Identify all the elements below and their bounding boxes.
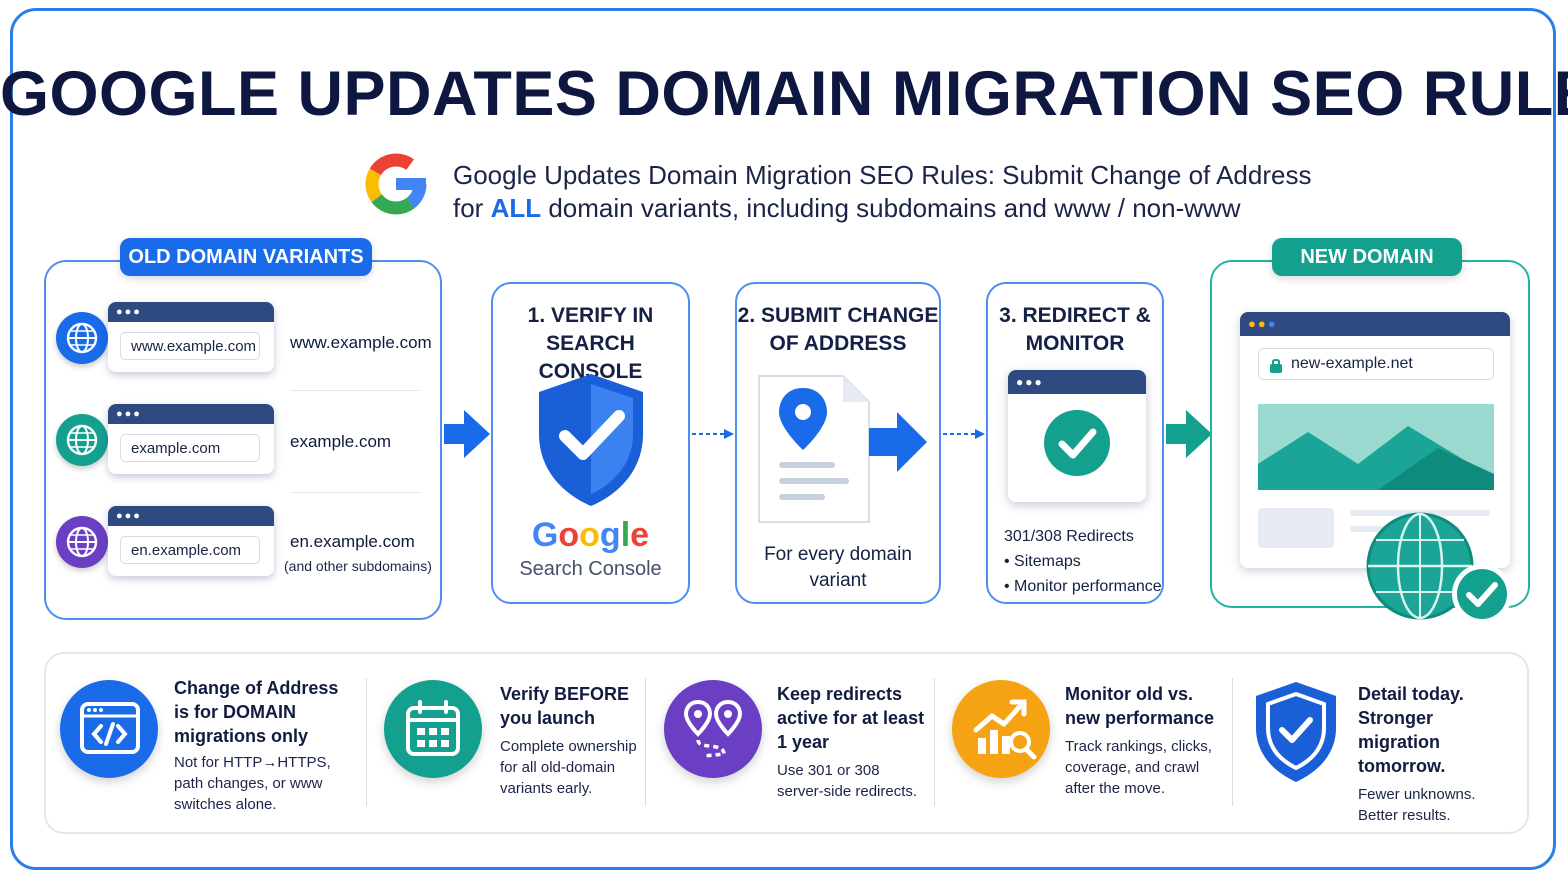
dashed-arrow-icon	[692, 429, 734, 439]
url-field: example.com	[120, 434, 260, 462]
globe-icon	[56, 414, 108, 466]
google-g-logo-icon	[365, 153, 427, 215]
shield-check-icon	[539, 374, 643, 506]
new-site-browser: ●●● new-example.net	[1240, 312, 1510, 568]
list-item: • Sitemaps	[1004, 553, 1081, 570]
divider	[290, 390, 420, 391]
globe-icon	[56, 312, 108, 364]
check-circle-icon	[1044, 410, 1110, 476]
url-bar: new-example.net	[1258, 348, 1494, 380]
subtitle-highlight: ALL	[490, 193, 542, 223]
divider	[934, 678, 935, 806]
lock-icon	[1270, 359, 1282, 373]
subtitle-suffix: domain variants, including subdomains an…	[541, 193, 1241, 223]
dashed-arrow-icon	[943, 429, 985, 439]
tip-body: Track rankings, clicks,coverage, and cra…	[1065, 738, 1212, 797]
growth-chart-icon	[952, 680, 1050, 778]
subtitle: Google Updates Domain Migration SEO Rule…	[453, 159, 1333, 225]
subtitle-line-1: Google Updates Domain Migration SEO Rule…	[453, 160, 1312, 190]
browser-window: ●●● en.example.com	[108, 506, 274, 576]
new-domain-label: NEW DOMAIN	[1272, 238, 1462, 276]
browser-window: ●●●	[1008, 370, 1146, 502]
page-title: GOOGLE UPDATES DOMAIN MIGRATION SEO RULE…	[0, 59, 1568, 129]
divider	[1232, 678, 1233, 806]
domain-label: example.com	[290, 432, 392, 451]
calendar-icon	[384, 680, 482, 778]
tip-body: Fewer unknowns.Better results.	[1358, 786, 1476, 824]
browser-window: ●●● example.com	[108, 404, 274, 474]
list-item: 301/308 Redirects	[1004, 528, 1134, 545]
search-console-label: Search Console	[519, 558, 662, 580]
document-pin-icon	[758, 375, 927, 523]
route-pins-icon	[664, 680, 762, 778]
divider	[366, 678, 367, 806]
shield-check-icon	[1256, 682, 1336, 782]
arrow-right-icon	[1166, 410, 1212, 458]
subtitle-prefix: for	[453, 193, 491, 223]
url-field: www.example.com	[120, 332, 260, 360]
arrow-right-icon	[444, 410, 490, 458]
step-redirect-monitor: 3. REDIRECT &MONITOR ●●● 301/308 Redirec…	[986, 282, 1164, 604]
globe-icon	[56, 516, 108, 568]
globe-icon	[1366, 512, 1474, 620]
divider	[645, 678, 646, 806]
subtitle-line-2: for ALL domain variants, including subdo…	[453, 192, 1333, 225]
list-item: • Monitor performance	[1004, 578, 1162, 595]
step-list: 301/308 Redirects • Sitemaps • Monitor p…	[1004, 524, 1162, 599]
check-badge-icon	[1452, 564, 1512, 624]
code-window-icon	[60, 680, 158, 778]
tip-4: Monitor old vs.new performance Track ran…	[1065, 682, 1225, 799]
tip-title: Monitor old vs.new performance	[1065, 684, 1215, 728]
old-domains-label: OLD DOMAIN VARIANTS	[120, 238, 372, 276]
google-wordmark: Google	[531, 516, 650, 554]
landscape-image-icon	[1258, 404, 1494, 490]
domain-note: (and other subdomains)	[284, 558, 432, 574]
divider	[290, 492, 420, 493]
outer-frame	[10, 8, 1556, 870]
url-field: new-example.net	[1291, 355, 1413, 372]
domain-label: www.example.com	[290, 333, 432, 352]
browser-window: ●●● www.example.com	[108, 302, 274, 372]
step-title: 3. REDIRECT &MONITOR	[999, 304, 1151, 355]
url-field: en.example.com	[120, 536, 260, 564]
domain-label: en.example.com	[290, 532, 415, 551]
